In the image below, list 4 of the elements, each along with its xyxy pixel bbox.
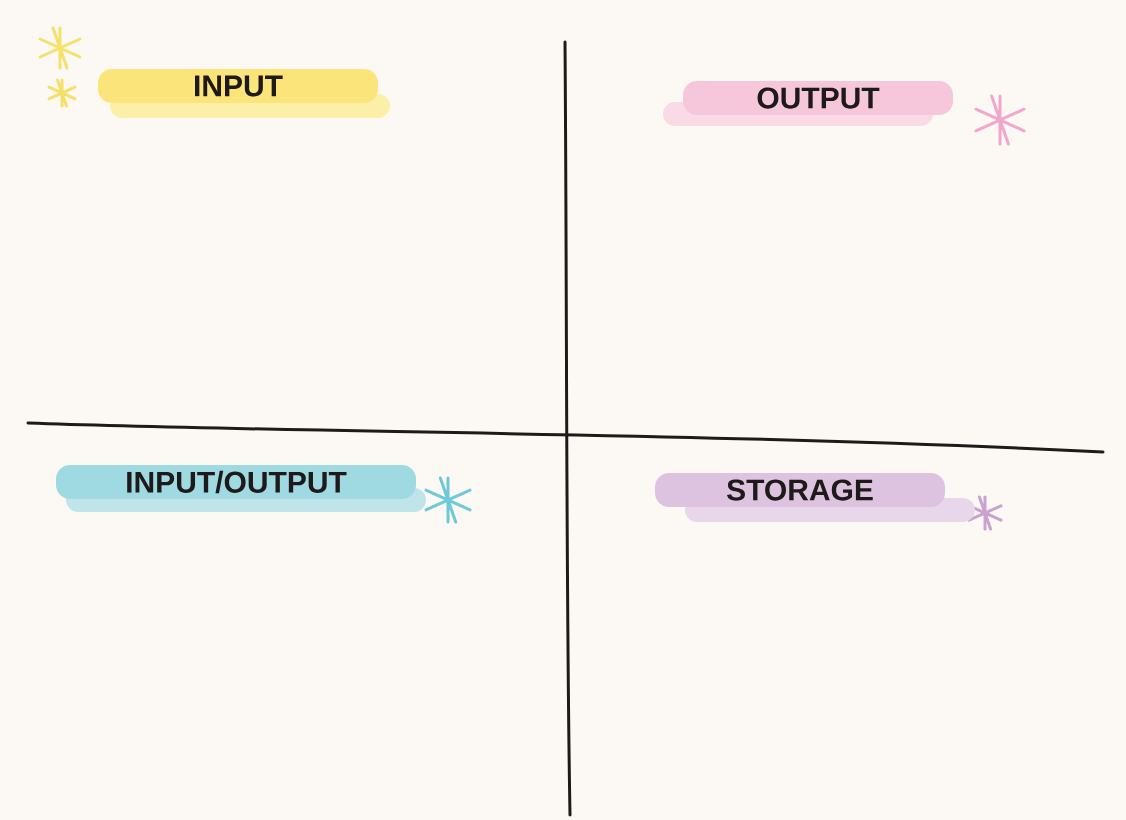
highlighted-heading: INPUT bbox=[98, 69, 390, 118]
highlighted-heading: STORAGE bbox=[655, 473, 975, 522]
highlighted-heading: OUTPUT bbox=[663, 81, 953, 126]
highlighted-heading: INPUT/OUTPUT bbox=[56, 465, 426, 512]
